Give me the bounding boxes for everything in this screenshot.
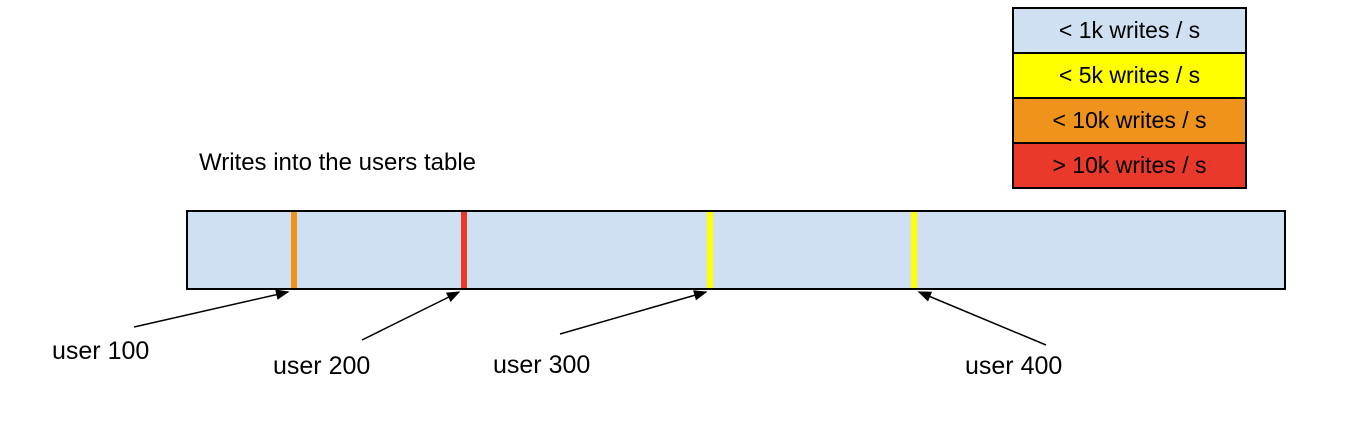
hotspot-user-100 bbox=[291, 212, 297, 288]
arrow-user-300 bbox=[559, 290, 708, 335]
users-table-bar bbox=[186, 210, 1286, 290]
legend-item-1k-writes-s: < 1k writes / s bbox=[1012, 7, 1247, 54]
label-user-100: user 100 bbox=[52, 337, 150, 365]
hotspot-user-300 bbox=[707, 212, 713, 288]
hotspot-user-200 bbox=[461, 212, 467, 288]
arrow-user-400 bbox=[917, 291, 1047, 346]
label-user-300: user 300 bbox=[493, 351, 591, 379]
hotspot-user-400 bbox=[911, 212, 917, 288]
arrow-user-200 bbox=[361, 291, 461, 341]
legend: < 1k writes / s< 5k writes / s< 10k writ… bbox=[1012, 7, 1247, 189]
diagram-title: Writes into the users table bbox=[199, 149, 477, 176]
legend-item-5k-writes-s: < 5k writes / s bbox=[1012, 52, 1247, 99]
label-user-400: user 400 bbox=[965, 352, 1063, 380]
legend-item-10k-writes-s: < 10k writes / s bbox=[1012, 97, 1247, 144]
legend-item-10k-writes-s: > 10k writes / s bbox=[1012, 142, 1247, 189]
arrow-user-100 bbox=[133, 289, 290, 328]
label-user-200: user 200 bbox=[273, 352, 371, 380]
